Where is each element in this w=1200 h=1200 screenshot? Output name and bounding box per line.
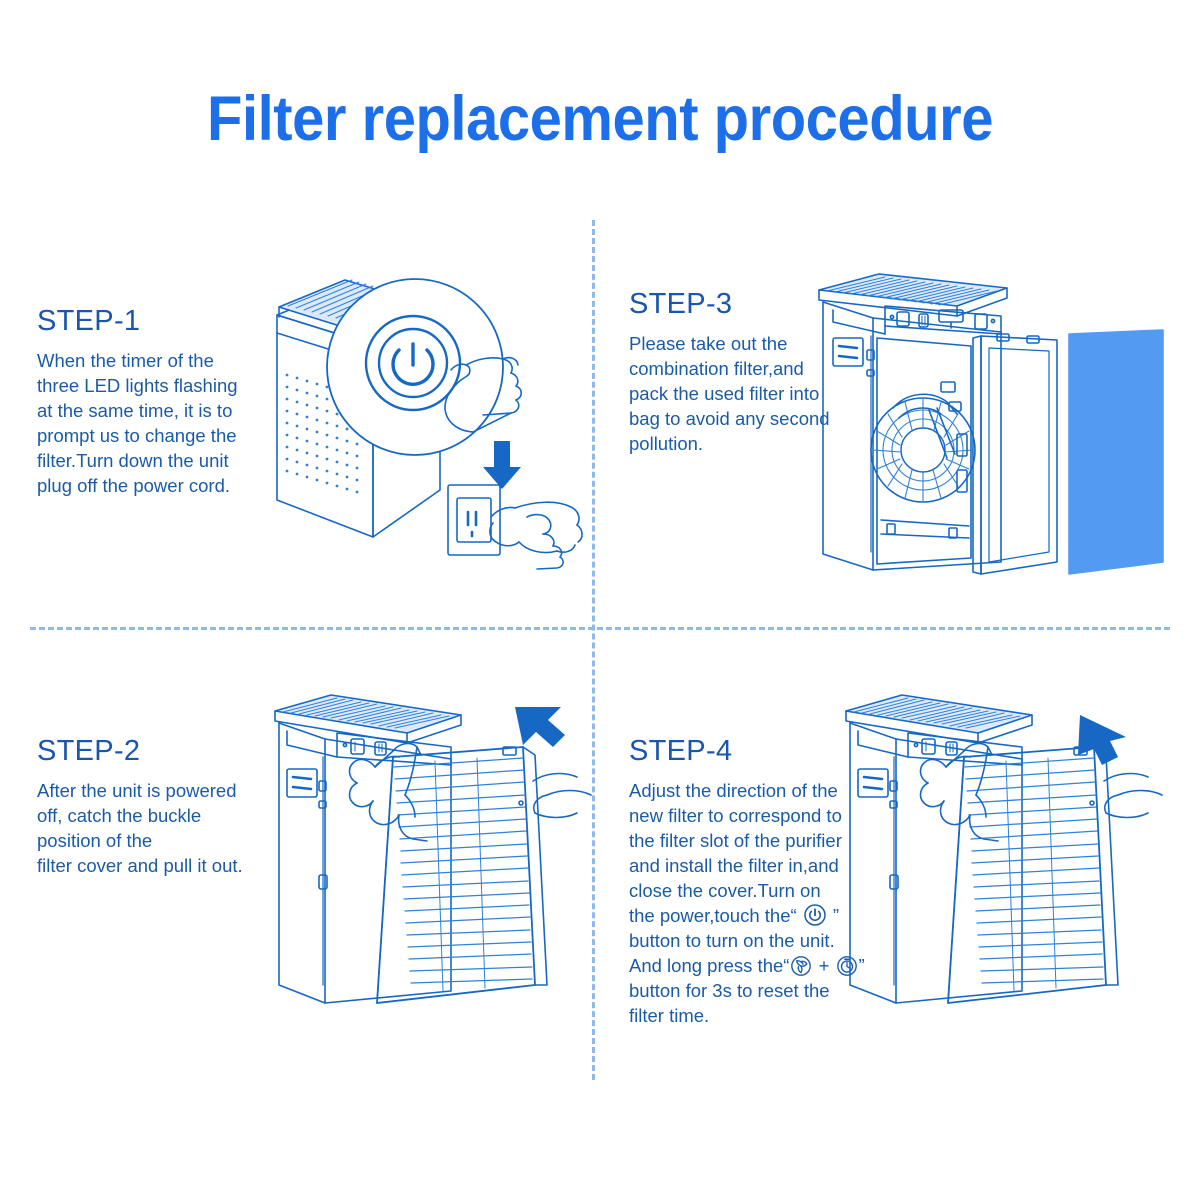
- step-4-line-power: the power,touch the“ ”: [629, 903, 844, 928]
- step-3-line: pack the used filter into: [629, 383, 820, 404]
- refresh-filter-icon: [790, 955, 812, 977]
- hand-grip-icon: [348, 742, 428, 842]
- divider-vertical: [592, 220, 595, 1080]
- step-3-line: combination filter,and: [629, 358, 804, 379]
- step-3-illustration: [811, 262, 1171, 592]
- step-4-line: button to turn on the unit.: [629, 930, 835, 951]
- top-vent: [845, 694, 1033, 734]
- magnifier-circle: [326, 278, 504, 456]
- step-1-text: STEP-1 When the timer of the three LED l…: [37, 305, 262, 498]
- control-panel: [913, 738, 958, 756]
- hand-support-icon: [1103, 772, 1163, 819]
- front-cover-panel: [947, 746, 1119, 1004]
- purifier-cabinet: [278, 722, 452, 1004]
- step-4-line: new filter to correspond to: [629, 805, 842, 826]
- step-4-line-post: ”: [858, 955, 865, 976]
- step-4-line: Adjust the direction of the: [629, 780, 838, 801]
- step-2-line: After the unit is powered: [37, 780, 237, 801]
- step-1-illustration: [255, 255, 585, 585]
- step-3-text: STEP-3 Please take out the combination f…: [629, 288, 834, 456]
- divider-horizontal: [30, 627, 1170, 630]
- step-4-line: filter time.: [629, 1005, 710, 1026]
- step-3-line: bag to avoid any second: [629, 408, 830, 429]
- filter-compartment: [870, 337, 976, 565]
- step-panel-2: STEP-2 After the unit is powered off, ca…: [0, 640, 592, 1090]
- control-panel: [342, 738, 387, 756]
- top-vent: [274, 694, 462, 734]
- step-2-line: position of the: [37, 830, 153, 851]
- step-3-heading: STEP-3: [629, 288, 733, 320]
- step-4-heading: STEP-4: [629, 735, 733, 767]
- filter-cover-door: [972, 333, 1058, 575]
- hand-pressing-icon: [444, 356, 523, 433]
- step-4-line: the filter slot of the purifier: [629, 830, 842, 851]
- louver-ribs: [434, 757, 486, 992]
- hand-unplug-icon: [489, 501, 583, 570]
- hand-grip-icon: [919, 742, 999, 842]
- step-2-line: filter cover and pull it out.: [37, 855, 243, 876]
- step-1-line: plug off the power cord.: [37, 475, 231, 496]
- step-4-line: and install the filter in,and: [629, 855, 839, 876]
- control-panel: [889, 309, 996, 330]
- step-4-body: Adjust the direction of the new filter t…: [629, 778, 865, 1028]
- step-3-line: pollution.: [629, 433, 704, 454]
- step-1-line: at the same time, it is to: [37, 400, 233, 421]
- step-panel-1: STEP-1 When the timer of the three LED l…: [0, 200, 592, 628]
- step-4-line: close the cover.Turn on: [629, 880, 821, 901]
- front-cover-panel: [376, 746, 548, 1004]
- step-4-line-post: ”: [827, 905, 840, 926]
- purifier-grille: [285, 373, 359, 494]
- wall-outlet-icon: [447, 484, 501, 556]
- step-2-body: After the unit is powered off, catch the…: [37, 778, 257, 878]
- step-1-line: filter.Turn down the unit: [37, 450, 229, 471]
- step-2-illustration: [265, 685, 595, 1025]
- power-icon: [803, 903, 827, 927]
- step-4-text: STEP-4 Adjust the direction of the new f…: [629, 735, 865, 1028]
- step-panel-3: STEP-3 Please take out the combination f…: [596, 200, 1200, 628]
- page-title: Filter replacement procedure: [207, 84, 993, 154]
- timer-clock-icon: [836, 955, 858, 977]
- step-1-line: When the timer of the: [37, 350, 214, 371]
- purifier-cabinet: [849, 722, 1023, 1004]
- step-3-line: Please take out the: [629, 333, 788, 354]
- power-button-illustration: [364, 314, 462, 412]
- step-1-heading: STEP-1: [37, 305, 141, 337]
- step-4-line-pre: the power,touch the“: [629, 905, 802, 926]
- louver-slats: [393, 757, 533, 984]
- step-4-line-mid: +: [813, 955, 835, 976]
- step-1-line: three LED lights flashing: [37, 375, 238, 396]
- step-4-line-pre: And long press the“: [629, 955, 790, 976]
- step-1-line: prompt us to change the: [37, 425, 237, 446]
- diagonal-arrow-down-right-icon: [515, 707, 565, 747]
- purifier-cabinet: [822, 301, 1002, 571]
- step-2-line: off, catch the buckle: [37, 805, 202, 826]
- filter-panel-icon: [1068, 329, 1164, 575]
- diagonal-arrow-up-left-icon: [1078, 715, 1126, 765]
- hand-support-icon: [532, 772, 592, 819]
- step-panel-4: STEP-4 Adjust the direction of the new f…: [596, 640, 1200, 1090]
- step-3-body: Please take out the combination filter,a…: [629, 331, 834, 456]
- step-1-body: When the timer of the three LED lights f…: [37, 348, 262, 498]
- step-4-illustration: [836, 685, 1176, 1025]
- louver-slats: [964, 757, 1104, 984]
- step-2-text: STEP-2 After the unit is powered off, ca…: [37, 735, 257, 878]
- step-2-heading: STEP-2: [37, 735, 141, 767]
- step-4-line: button for 3s to reset the: [629, 980, 830, 1001]
- down-arrow-icon: [483, 441, 521, 489]
- step-4-line-reset: And long press the“ + ”: [629, 953, 865, 978]
- louver-ribs: [1005, 757, 1057, 992]
